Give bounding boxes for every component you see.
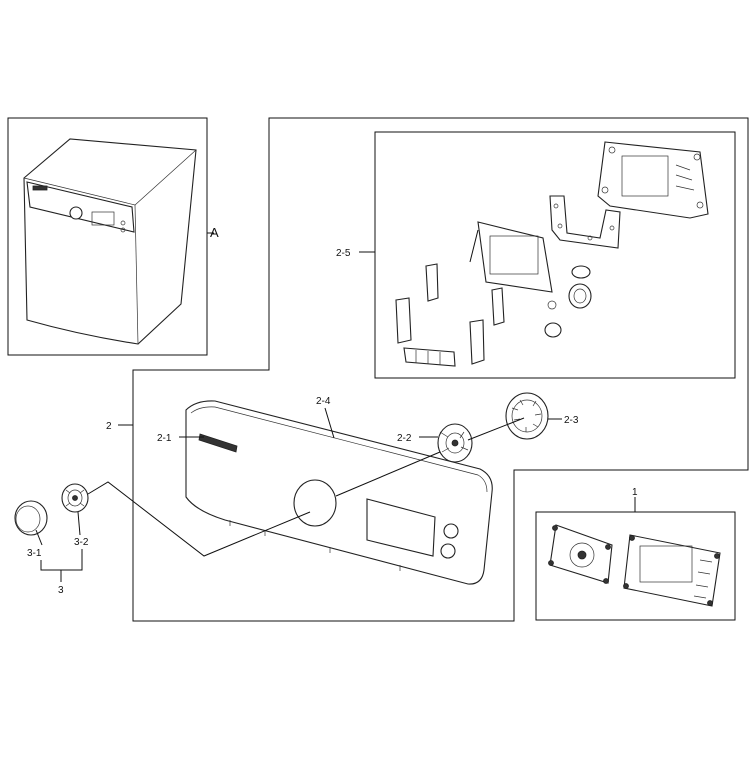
knob-3-1	[14, 500, 48, 536]
label-3-1: 3-1	[27, 548, 42, 559]
label-2-2: 2-2	[397, 433, 412, 444]
knob-shaft-3-2	[61, 483, 89, 513]
encoder-2-2	[437, 423, 473, 463]
label-1: 1	[632, 487, 638, 498]
main-pcb-box-1	[535, 497, 736, 621]
knob-ring-2-3	[505, 392, 549, 440]
label-2-4: 2-4	[316, 396, 331, 407]
label-3: 3	[58, 585, 64, 596]
label-2: 2	[106, 421, 112, 432]
label-2-3: 2-3	[564, 415, 579, 426]
label-2-5: 2-5	[336, 248, 351, 259]
pcb-parts-box-2-5	[359, 131, 736, 379]
label-a: A	[210, 225, 219, 240]
overview-box-a	[7, 117, 214, 356]
label-2-1: 2-1	[157, 433, 172, 444]
label-3-2: 3-2	[74, 537, 89, 548]
assembly-2-outline	[132, 117, 749, 622]
